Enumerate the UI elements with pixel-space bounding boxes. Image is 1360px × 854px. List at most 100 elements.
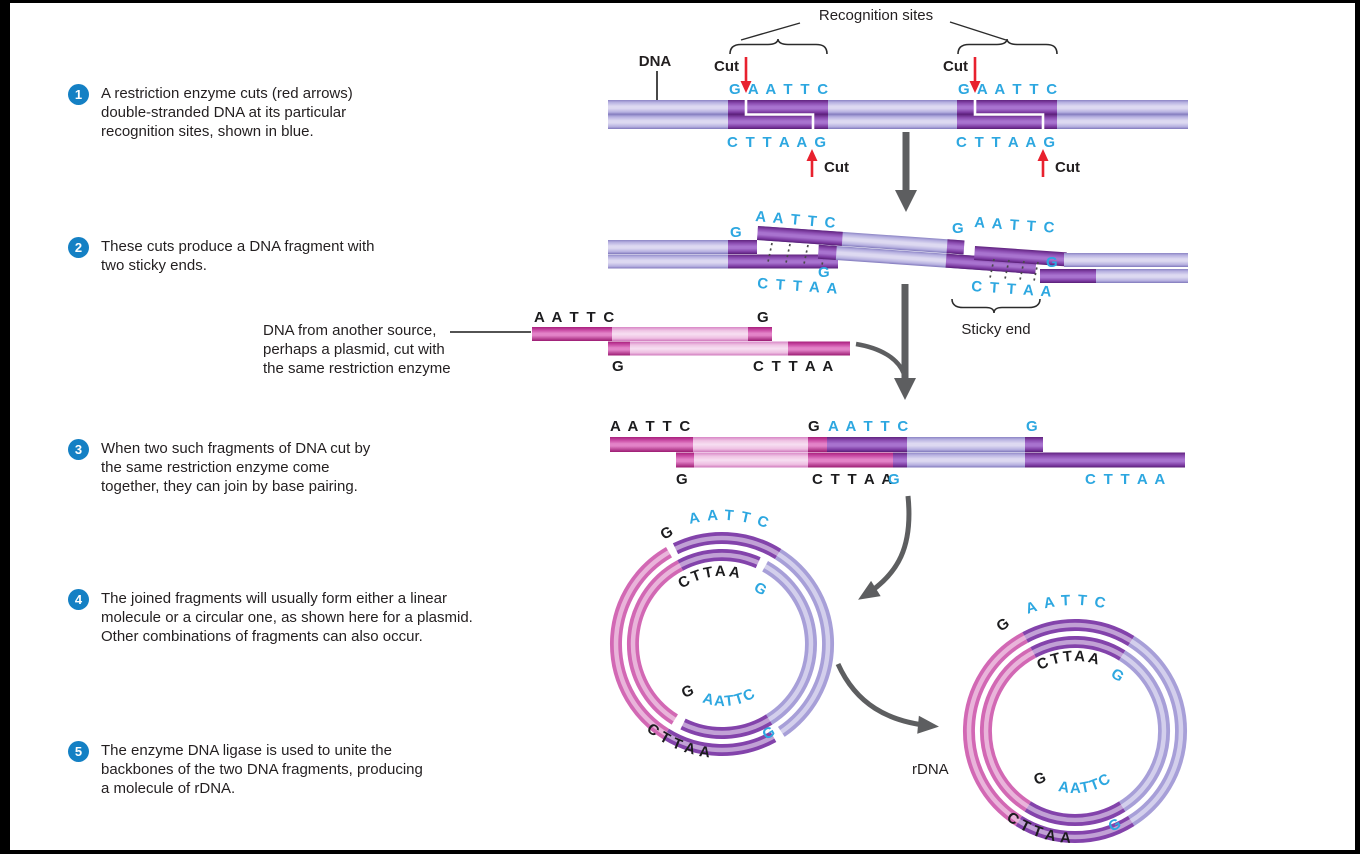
step-1-line: recognition sites, shown in blue. [101, 123, 314, 140]
step-3-line: the same restriction enzyme come [101, 459, 330, 476]
ring-sheen [983, 639, 1167, 823]
svg-text:AATTC: AATTC [1057, 770, 1115, 797]
step-2: 2 These cuts produce a DNA fragment with… [68, 237, 568, 275]
frame-border-top [0, 0, 1360, 3]
side-note-other-source-dna: DNA from another source, perhaps a plasm… [263, 321, 451, 378]
seq-site2-top: G A A T T C [958, 81, 1059, 98]
cut-arrow-up-2 [1037, 149, 1049, 177]
seq-circle2-g-top-inner: G [1108, 665, 1129, 687]
step-5-badge: 5 [68, 741, 89, 762]
flow-arrow-4-curved [835, 662, 939, 734]
staggered-cut-line-2 [973, 100, 1045, 129]
seq-stage3-aattc-blue: A A T T C [828, 418, 910, 435]
seq-pink-g-top: G [757, 309, 770, 326]
step-3: 3 When two such fragments of DNA cut by … [68, 439, 568, 496]
frame-border-right [1355, 0, 1360, 854]
step-1-line: A restriction enzyme cuts (red arrows) [101, 85, 353, 102]
seq-circle2-g-bottom-inner: G [1032, 768, 1050, 789]
step-1-badge: 1 [68, 84, 89, 105]
cut-label-top-2: Cut [943, 58, 968, 75]
flow-arrow-2 [894, 284, 916, 400]
seq-pink-aattc: A A T T C [534, 309, 616, 326]
step-3-badge: 3 [68, 439, 89, 460]
side-note-line: DNA from another source, [263, 322, 437, 339]
seq-stage3-g-blue-top: G [1026, 418, 1039, 435]
seq-circle1-g-top: G [658, 522, 678, 543]
frame-border-bottom [0, 850, 1360, 854]
ring-sheen [630, 552, 814, 736]
sticky-end-brace [951, 298, 1041, 314]
seq-stage3-g-blue-bottom: G [888, 471, 901, 488]
frame-border-left [0, 0, 10, 854]
recognition-sites-label: Recognition sites [819, 7, 933, 24]
stage1-dna-bar [608, 100, 1188, 129]
cut-label-top-1: Cut [714, 58, 739, 75]
cut-arrow-up-1 [806, 149, 818, 177]
seq-circle1-aattc-bottom: AATTC [701, 685, 758, 711]
step-4-line: Other combinations of fragments can also… [101, 628, 423, 645]
seq-site2-bottom: C T T A A G [956, 134, 1057, 151]
svg-text:AATTC: AATTC [1024, 592, 1114, 618]
side-note-line: the same restriction enzyme [263, 360, 451, 377]
cut-label-bottom-2: Cut [1055, 159, 1080, 176]
rdna-label: rDNA [912, 761, 949, 778]
step-2-line: These cuts produce a DNA fragment with [101, 238, 375, 255]
seq-stage3-aattc-black: A A T T C [610, 418, 692, 435]
svg-text:AATTC: AATTC [687, 507, 777, 535]
staggered-cut-line-1 [744, 100, 815, 129]
svg-text:AATTC: AATTC [701, 685, 759, 711]
pink-fragment-join-curve [855, 341, 907, 375]
plasmid-circle-nicked [609, 531, 835, 756]
seq-pink-g-bottom: G [612, 358, 625, 375]
recognition-site-brace-2 [957, 38, 1058, 55]
seq-circle2-aattc-bottom: AATTC [1057, 770, 1113, 797]
step-5-line: The enzyme DNA ligase is used to unite t… [101, 742, 392, 759]
step-3-line: together, they can join by base pairing. [101, 478, 358, 495]
step-5: 5 The enzyme DNA ligase is used to unite… [68, 741, 568, 798]
stage3-joined-molecule [610, 437, 1185, 468]
seq-circle2-aattc-top: AATTC [1024, 592, 1107, 618]
rdna-circle-sealed [963, 618, 1188, 844]
stage2-left-flank [608, 240, 838, 269]
seq-stage2-g-right-bottom: G [1046, 254, 1059, 271]
step-4-badge: 4 [68, 589, 89, 610]
step-1: 1 A restriction enzyme cuts (red arrows)… [68, 84, 568, 141]
ring-sheen [613, 535, 831, 753]
seq-stage2-g-left: G [730, 224, 743, 241]
seq-stage2-cttaa-left: C T T A A [757, 275, 840, 298]
seq-site1-bottom: C T T A A G [727, 134, 828, 151]
seq-circle2-g-top: G [993, 614, 1014, 636]
step-2-badge: 2 [68, 237, 89, 258]
seq-circle1-aattc-top: AATTC [687, 507, 770, 535]
step-2-line: two sticky ends. [101, 257, 207, 274]
cut-label-bottom-1: Cut [824, 159, 849, 176]
pink-plasmid-fragment [532, 327, 850, 356]
seq-stage2-aattc-right: A A T T C [974, 214, 1057, 237]
step-4-line: molecule or a circular one, as shown her… [101, 609, 473, 626]
recognition-sites-pointer-lines [740, 21, 1007, 41]
dna-label: DNA [639, 53, 672, 70]
seq-stage3-cttaa-black: C T T A A [812, 471, 894, 488]
seq-stage2-g-right-top: G [952, 220, 965, 237]
seq-stage3-cttaa-blue: C T T A A [1085, 471, 1167, 488]
stage2-right-flank [974, 246, 1188, 283]
seq-site1-top: G A A T T C [729, 81, 830, 98]
step-1-line: double-stranded DNA at its particular [101, 104, 347, 121]
seq-stage2-g-left-bottom: G [818, 264, 831, 281]
seq-stage2-cttaa-right: C T T A A [971, 278, 1054, 301]
step-4: 4 The joined fragments will usually form… [68, 589, 568, 646]
sticky-end-label: Sticky end [961, 321, 1030, 338]
seq-stage3-g-black-bottom: G [676, 471, 689, 488]
recognition-site-brace-1 [729, 38, 828, 55]
step-4-line: The joined fragments will usually form e… [101, 590, 447, 607]
seq-pink-cttaa: C T T A A [753, 358, 835, 375]
seq-circle1-g-top-inner: G [751, 579, 771, 600]
step-5-line: backbones of the two DNA fragments, prod… [101, 761, 423, 778]
seq-circle1-g-bottom-inner: G [679, 681, 698, 702]
stage2-middle-fragment [757, 226, 1037, 274]
flow-arrow-1 [895, 132, 917, 212]
flow-arrow-3-curved [858, 495, 912, 600]
step-3-line: When two such fragments of DNA cut by [101, 440, 371, 457]
